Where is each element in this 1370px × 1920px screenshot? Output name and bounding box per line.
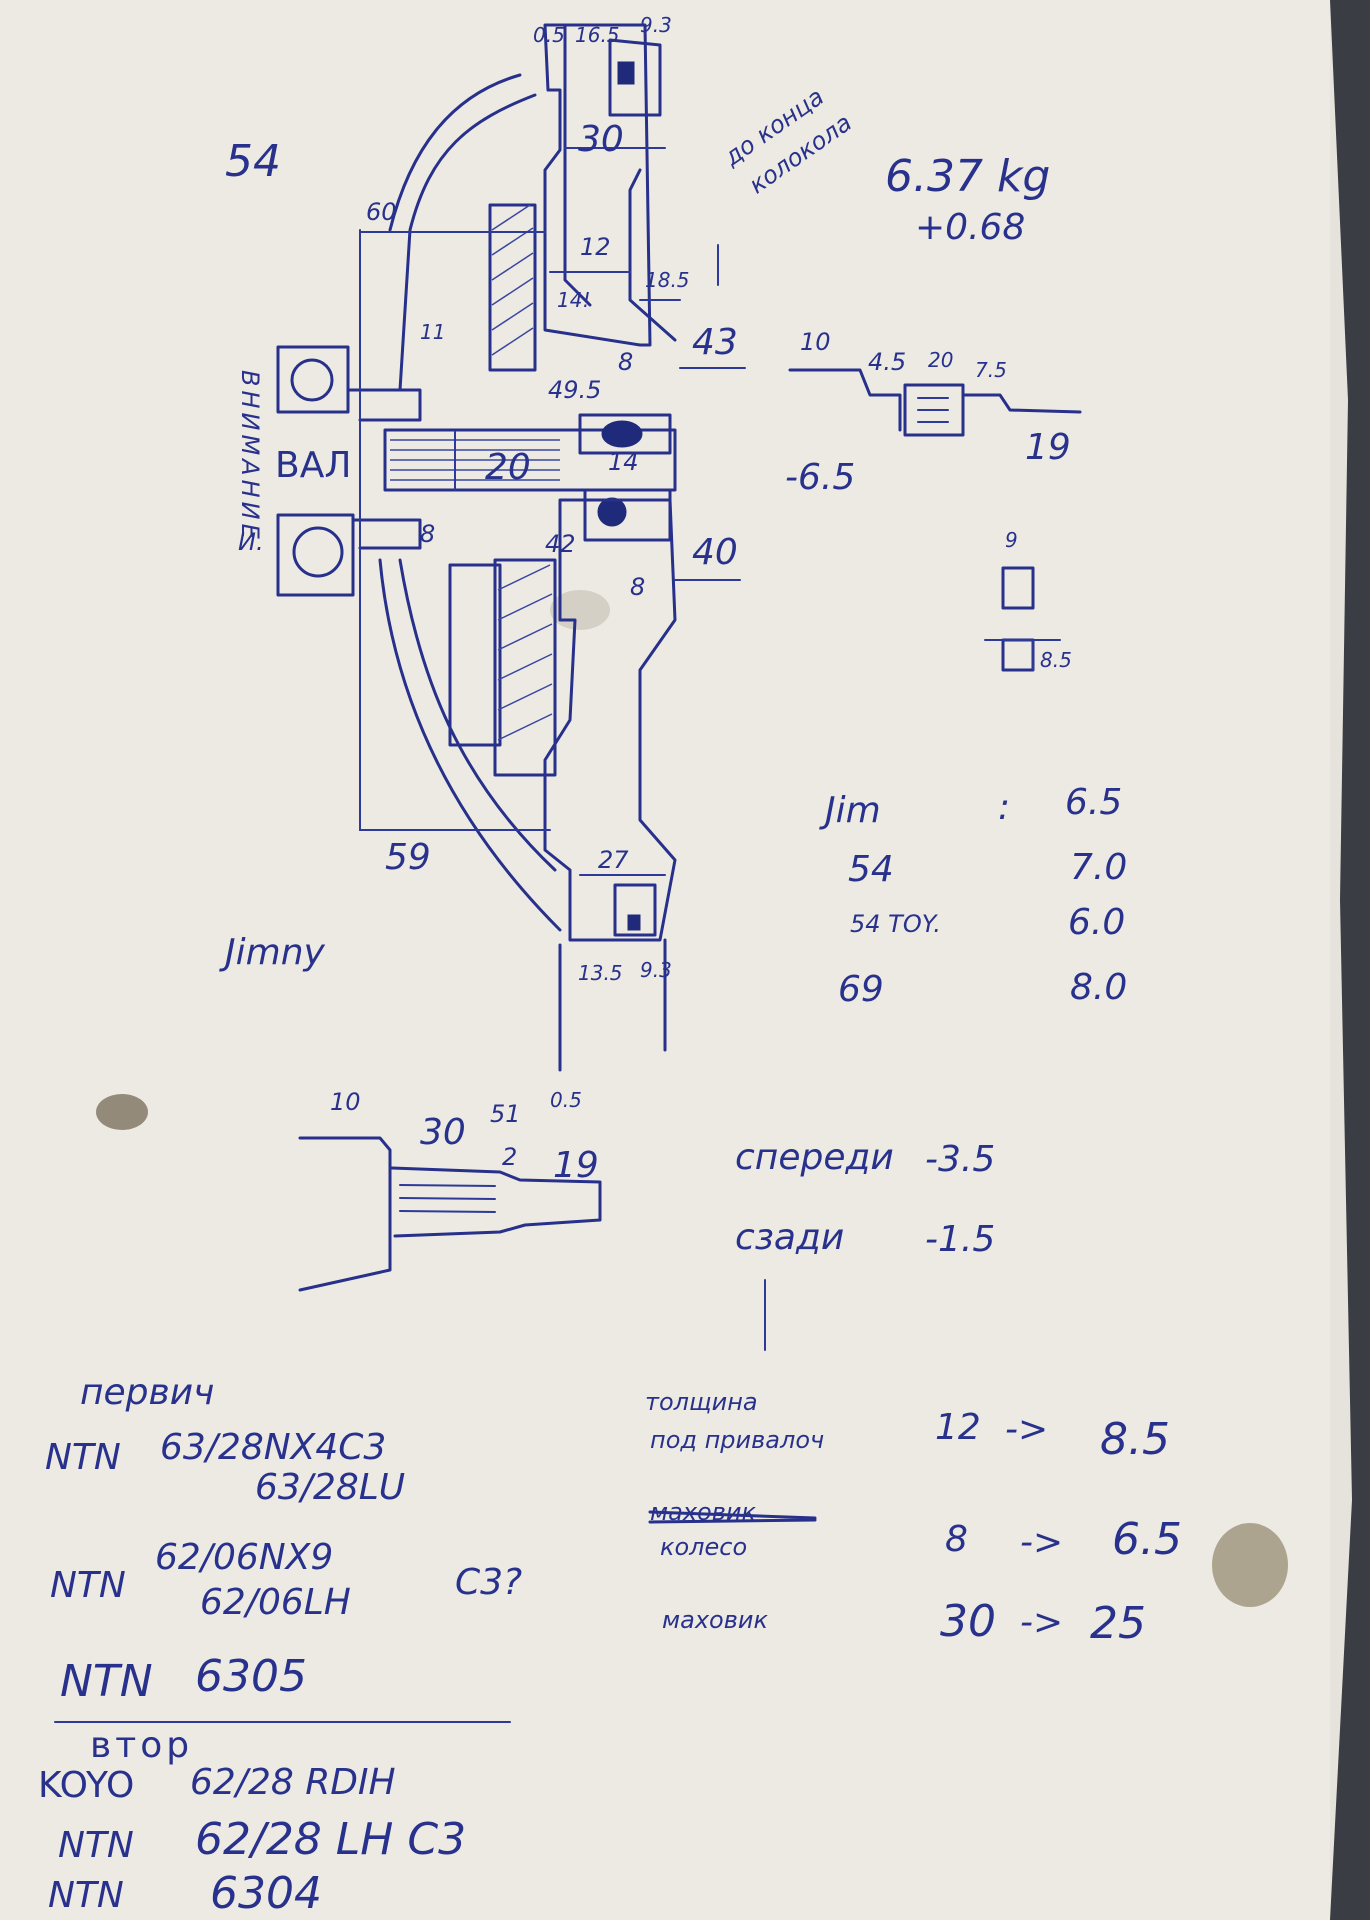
lower-dim-2: 2 xyxy=(502,1143,518,1171)
bearing-brand: NTN xyxy=(45,1437,121,1478)
dim-14-shaft: 14 xyxy=(608,448,639,476)
flywheel-arrow: -> xyxy=(1020,1602,1064,1643)
dim-14-excl: 14! xyxy=(557,288,591,312)
dim-27: 27 xyxy=(598,846,629,874)
bearing-brand: NTN xyxy=(48,1875,124,1916)
bearing-code: 62/28 LH C3 xyxy=(195,1814,467,1865)
dim-59: 59 xyxy=(385,837,431,878)
bearing-brand: NTN xyxy=(58,1825,134,1866)
dim-8-left: 8 xyxy=(420,520,436,548)
dim-60: 60 xyxy=(366,198,397,226)
table-value: 7.0 xyxy=(1070,847,1128,888)
dim-12: 12 xyxy=(580,233,611,261)
profile-dim-20: 20 xyxy=(928,348,954,372)
profile-dim-4-5: 4.5 xyxy=(868,348,907,376)
profile-dim-19: 19 xyxy=(1025,427,1071,468)
dim-9-3-bottom: 9.3 xyxy=(640,958,672,982)
rear-value: -1.5 xyxy=(925,1219,996,1260)
table-value: 6.0 xyxy=(1068,902,1126,943)
weight-main: 6.37 kg xyxy=(885,151,1051,202)
bearing-code: 62/06NX9 xyxy=(155,1537,334,1578)
bearing-alt: 63/28LU xyxy=(255,1467,406,1508)
shaft-vertical-label: ВНИМАНИЕ xyxy=(236,370,264,543)
dim-9-3-top: 9.3 xyxy=(640,13,672,37)
thickness-from: 12 xyxy=(935,1407,981,1448)
assembly-sketch xyxy=(276,23,766,1351)
front-value: -3.5 xyxy=(925,1139,996,1180)
lower-dim-10: 10 xyxy=(330,1088,361,1116)
small-part-sketch xyxy=(984,566,1061,672)
profile-dim-7-5: 7.5 xyxy=(975,358,1007,382)
gear-label: колесо xyxy=(660,1533,748,1561)
shaft-subtitle: И. xyxy=(238,528,264,556)
dim-13-5: 13.5 xyxy=(578,961,623,985)
dim-40: 40 xyxy=(692,532,738,573)
thickness-arrow: -> xyxy=(1005,1409,1049,1450)
front-label: спереди xyxy=(735,1137,894,1178)
lower-dim-19: 19 xyxy=(553,1145,599,1186)
lower-dim-0-5: 0.5 xyxy=(550,1088,582,1112)
table-sep: : xyxy=(998,787,1011,828)
right-profile-sketch xyxy=(788,368,1082,437)
gear-from: 8 xyxy=(945,1519,968,1560)
dim-8-top: 8 xyxy=(618,348,634,376)
bearing-code: 6305 xyxy=(195,1651,307,1702)
secondary-title: втор xyxy=(90,1725,194,1766)
dim-11: 11 xyxy=(420,320,446,344)
table-name: 54 xyxy=(848,849,894,890)
flywheel-label: маховик xyxy=(662,1606,768,1634)
dim-42: 42 xyxy=(545,530,576,558)
part-dim-9: 9 xyxy=(1005,528,1018,552)
bearing-code: 62/28 RDIH xyxy=(190,1762,396,1803)
dim-30: 30 xyxy=(578,119,624,160)
thickness-label-line1: толщина xyxy=(645,1388,758,1416)
lower-profile-sketch xyxy=(298,1136,602,1292)
strike-line-2 xyxy=(648,1518,817,1524)
shaft-label: ВАЛ xyxy=(275,445,352,486)
table-value: 8.0 xyxy=(1070,967,1128,1008)
part-dim-8-5: 8.5 xyxy=(1040,648,1072,672)
paper-edge-right xyxy=(1330,0,1352,1920)
gear-arrow: -> xyxy=(1020,1522,1064,1563)
profile-minus: -6.5 xyxy=(785,457,856,498)
dim-18-5: 18.5 xyxy=(645,268,690,292)
jimny-label: Jimny xyxy=(225,932,325,973)
table-name: Jim xyxy=(825,790,881,831)
dim-49-5: 49.5 xyxy=(548,376,602,404)
primary-title: первич xyxy=(80,1372,215,1413)
smudge-left xyxy=(96,1094,148,1130)
flywheel-to: 25 xyxy=(1090,1598,1146,1649)
bearing-brand: NTN xyxy=(50,1565,126,1606)
bearing-code: 63/28NX4C3 xyxy=(160,1427,387,1468)
thickness-to: 8.5 xyxy=(1100,1414,1170,1465)
smudge-right xyxy=(1212,1523,1288,1607)
dim-43: 43 xyxy=(692,322,738,363)
bearing-brand: KOYO xyxy=(38,1765,135,1806)
bearing-alt: 62/06LH xyxy=(200,1582,351,1623)
gear-to: 6.5 xyxy=(1112,1514,1182,1565)
lower-dim-51: 51 xyxy=(490,1100,521,1128)
bearing-brand: NTN xyxy=(60,1656,153,1707)
model-54-label: 54 xyxy=(225,136,281,187)
profile-dim-10: 10 xyxy=(800,328,831,356)
strike-line xyxy=(648,1510,817,1520)
flywheel-from: 30 xyxy=(940,1596,996,1647)
struck-label: маховик xyxy=(650,1498,756,1526)
dim-16-5: 16.5 xyxy=(575,23,620,47)
thickness-label-line2: под привалоч xyxy=(650,1426,825,1454)
bearing-note: C3? xyxy=(455,1562,523,1603)
dim-0-5-top: 0.5 xyxy=(533,23,565,47)
table-name: 54 TOY. xyxy=(850,910,941,938)
dim-8-bottom: 8 xyxy=(630,573,646,601)
table-name: 69 xyxy=(838,969,884,1010)
bearing-code: 6304 xyxy=(210,1868,322,1919)
lower-dim-30: 30 xyxy=(420,1112,466,1153)
rear-label: сзади xyxy=(735,1217,845,1258)
weight-delta: +0.68 xyxy=(915,207,1026,248)
dim-20-shaft: 20 xyxy=(485,447,531,488)
table-value: 6.5 xyxy=(1065,782,1123,823)
